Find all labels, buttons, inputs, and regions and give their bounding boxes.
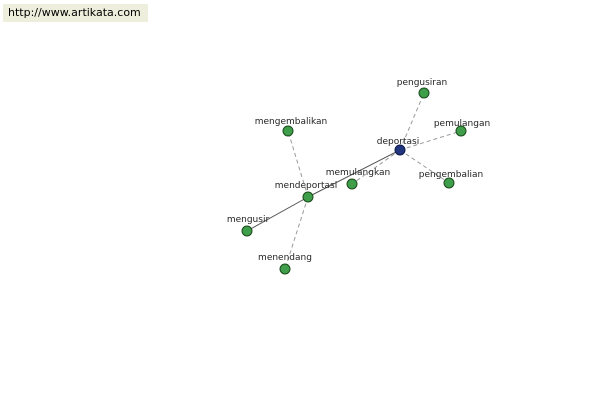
node-mengusir[interactable] [241, 225, 253, 237]
node-pengembalian[interactable] [443, 177, 455, 189]
site-url-label: http://www.artikata.com [3, 4, 148, 22]
node-mengembalikan[interactable] [282, 125, 294, 137]
edge-deportasi-pengusiran [399, 92, 425, 151]
label-pengembalian: pengembalian [419, 170, 483, 180]
label-mengembalikan: mengembalikan [255, 117, 328, 127]
node-pengusiran[interactable] [418, 87, 430, 99]
edge-mendeportasi-menendang [284, 196, 309, 270]
label-mengusir: mengusir [227, 215, 270, 225]
edge-mendeportasi-mengembalikan [287, 130, 309, 198]
edge-deportasi-pemulangan [399, 130, 462, 151]
edge-deportasi-pengembalian [399, 149, 450, 184]
node-pemulangan[interactable] [455, 125, 467, 137]
node-menendang[interactable] [279, 263, 291, 275]
label-deportasi: deportasi [377, 137, 419, 147]
label-menendang: menendang [258, 253, 312, 263]
label-pemulangan: pemulangan [434, 119, 490, 129]
label-mendeportasi: mendeportasi [275, 181, 337, 191]
node-deportasi[interactable] [394, 144, 406, 156]
edge-mendeportasi-mengusir [246, 196, 309, 232]
label-pengusiran: pengusiran [397, 78, 447, 88]
node-memulangkan[interactable] [346, 178, 358, 190]
edge-deportasi-memulangkan [351, 149, 401, 185]
label-memulangkan: memulangkan [326, 168, 390, 178]
node-mendeportasi[interactable] [302, 191, 314, 203]
edge-deportasi-mendeportasi [307, 149, 401, 198]
